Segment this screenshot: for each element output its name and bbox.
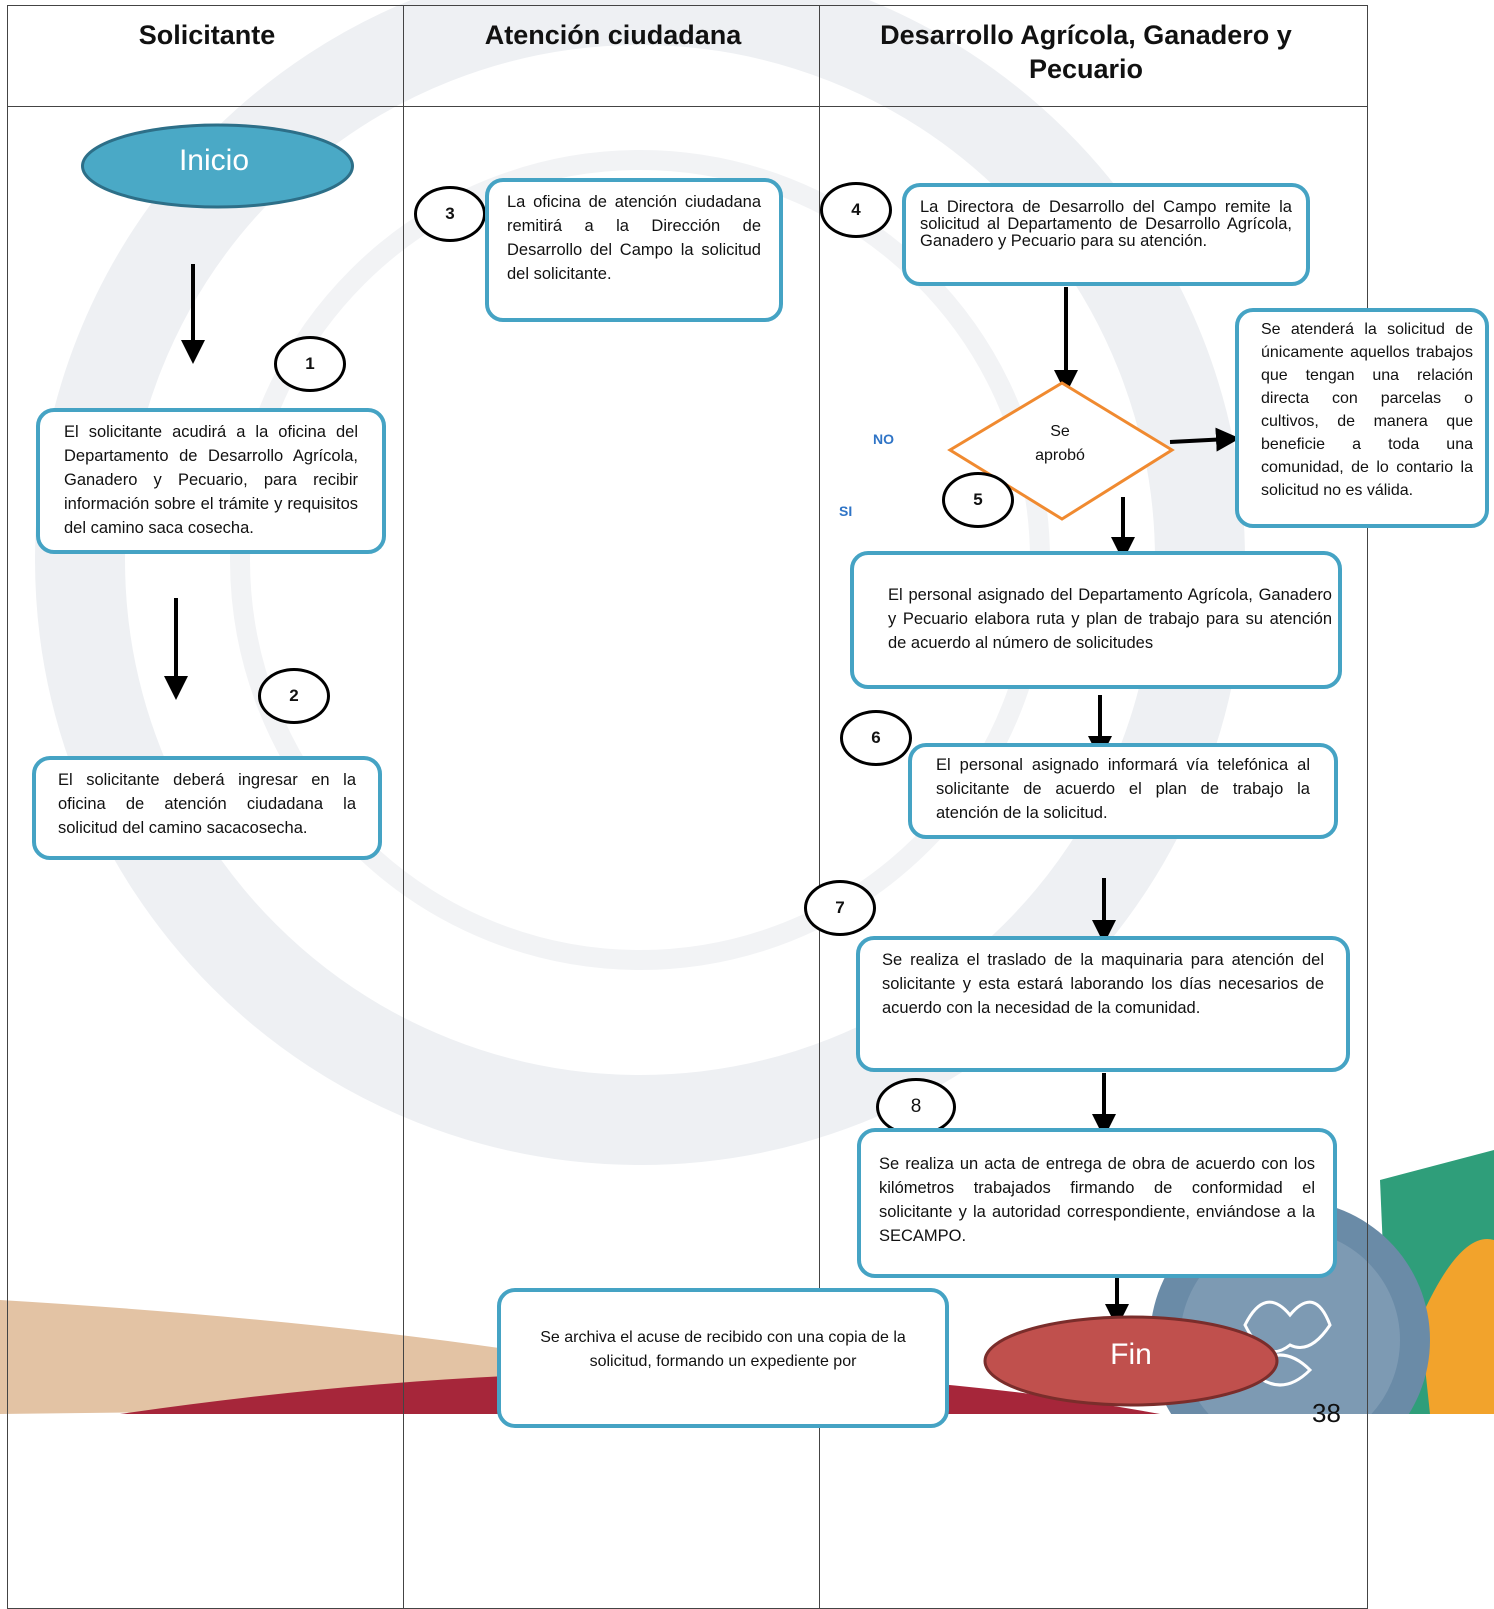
lane-border-left (7, 5, 8, 1609)
end-oval: Fin (982, 1314, 1280, 1408)
step-box-8: Se realiza un acta de entrega de obra de… (857, 1128, 1337, 1278)
lane-title-solicitante: Solicitante (138, 20, 276, 50)
step-number-4: 4 (820, 182, 892, 238)
step-box-5: El personal asignado del Departamento Ag… (850, 551, 1342, 689)
step-box-1: El solicitante acudirá a la oficina del … (36, 408, 386, 554)
lane-divider-1 (403, 5, 404, 1609)
step-box-2: El solicitante deberá ingresar en la ofi… (32, 756, 382, 860)
lane-divider-2 (819, 5, 820, 1609)
archive-note: Se archiva el acuse de recibido con una … (497, 1288, 949, 1428)
lane-border-header (7, 106, 1368, 107)
si-label: SI (839, 503, 853, 519)
flow-arrows (164, 264, 1240, 1328)
step-number-7: 7 (804, 880, 876, 936)
step-number-5: 5 (942, 472, 1014, 528)
lane-title-atencion: Atención ciudadana (484, 20, 742, 50)
step-box-6: El personal asignado informará vía telef… (908, 743, 1338, 839)
step-number-6: 6 (840, 710, 912, 766)
step-number-2: 2 (258, 668, 330, 724)
step-box-3: La oficina de atención ciudadana remitir… (485, 178, 783, 322)
end-label: Fin (1110, 1338, 1152, 1371)
start-oval: Inicio (80, 122, 355, 210)
end-oval-shape (983, 1315, 1279, 1407)
no-label: NO (873, 431, 894, 447)
decision-label: Se aprobó (1035, 423, 1085, 464)
start-oval-shape (81, 123, 354, 209)
start-label: Inicio (178, 144, 250, 177)
step-number-3: 3 (414, 186, 486, 242)
decision-diamond (947, 381, 1175, 521)
arrow-decision-to-note (1169, 427, 1240, 452)
lane-border-right (1367, 5, 1368, 1609)
step-number-8: 8 (876, 1078, 956, 1136)
step-number-1: 1 (274, 336, 346, 392)
step-box-4: La Directora de Desarrollo del Campo rem… (902, 183, 1310, 286)
lane-border-top (7, 5, 1368, 6)
lane-title-desarrollo: Desarrollo Agrícola, Ganadero y Pecuario (880, 20, 1292, 84)
rejection-note: Se atenderá la solicitud de únicamente a… (1235, 308, 1489, 528)
step-box-7: Se realiza el traslado de la maquinaria … (856, 936, 1350, 1072)
